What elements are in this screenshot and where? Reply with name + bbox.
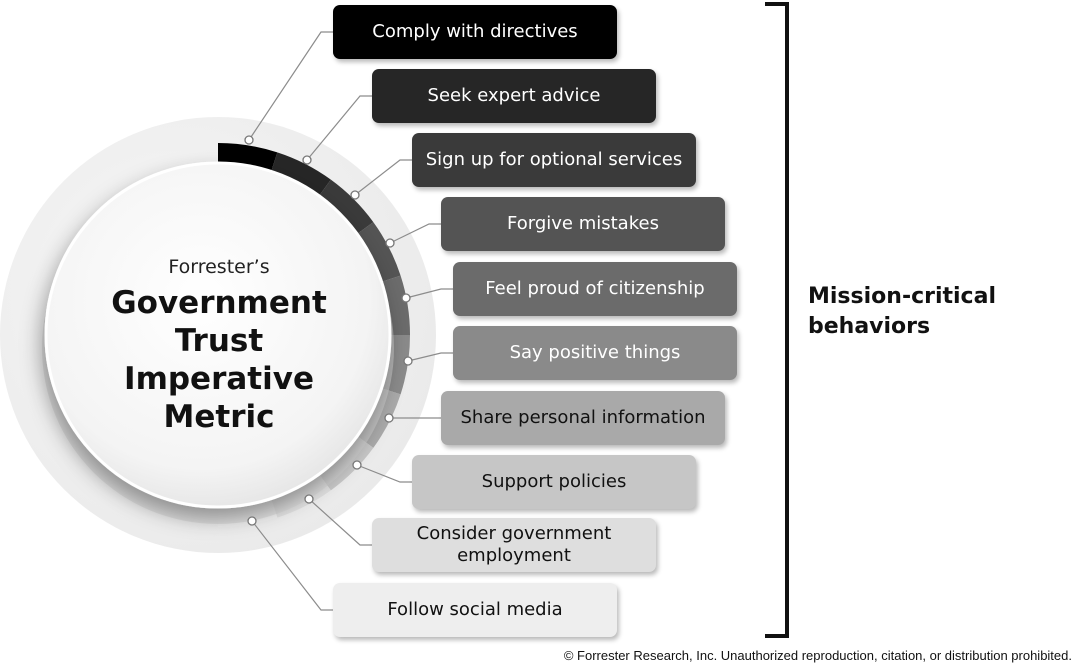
center-disc: [44, 161, 392, 509]
connector-dot: [403, 356, 413, 366]
connector-dot: [385, 238, 395, 248]
behavior-pill: Share personal information: [441, 391, 725, 445]
connector-line: [308, 498, 372, 546]
ring-segment: [317, 179, 374, 236]
connector-line: [356, 464, 412, 483]
metric-subtitle: Forrester’s: [168, 256, 270, 278]
connector-line: [354, 159, 412, 196]
metric-title: Government Trust Imperative Metric: [111, 285, 327, 435]
behavior-pill: Comply with directives: [333, 5, 617, 59]
behavior-pill: Support policies: [412, 455, 696, 509]
ring-segment: [379, 275, 410, 335]
connector-dot: [244, 135, 254, 145]
ring-segment: [218, 143, 278, 174]
connector-line: [407, 352, 453, 362]
connectors: [244, 31, 453, 611]
ring-segment: [270, 152, 331, 198]
connector-dot: [384, 413, 394, 423]
behavior-pill: Follow social media: [333, 583, 617, 637]
copyright-notice: © Forrester Research, Inc. Unauthorized …: [563, 648, 1072, 663]
connector-line: [248, 31, 333, 141]
connector-line: [251, 520, 333, 611]
connector-dot: [352, 460, 362, 470]
center-text: Forrester’s Government Trust Imperative …: [96, 256, 342, 436]
behavior-pill: Say positive things: [453, 326, 737, 380]
connector-line: [405, 288, 453, 299]
ring-segment: [355, 222, 401, 283]
bracket: [765, 2, 789, 638]
connector-dot: [401, 293, 411, 303]
connector-line: [389, 223, 441, 244]
connector-dot: [302, 155, 312, 165]
connector-dot: [247, 516, 257, 526]
bracket-label: Mission-critical behaviors: [808, 284, 996, 339]
behavior-pill: Consider government employment: [372, 518, 656, 572]
behavior-pill: Sign up for optional services: [412, 133, 696, 187]
behavior-pill: Forgive mistakes: [441, 197, 725, 251]
connector-dot: [304, 494, 314, 504]
behavior-pill: Feel proud of citizenship: [453, 262, 737, 316]
connector-line: [306, 95, 372, 161]
behavior-pill: Seek expert advice: [372, 69, 656, 123]
connector-dot: [350, 190, 360, 200]
